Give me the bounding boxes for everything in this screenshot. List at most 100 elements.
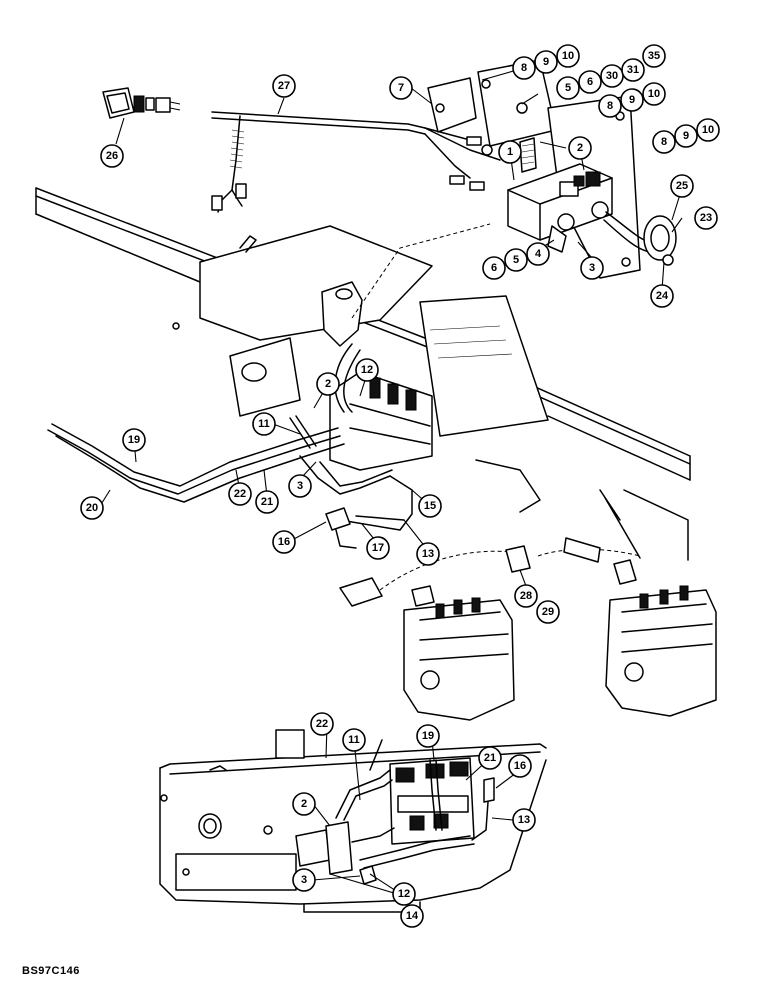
svg-text:14: 14 [406, 910, 419, 922]
side-view-valve [295, 739, 495, 885]
svg-text:6: 6 [587, 76, 593, 88]
callout-2: 2 [568, 136, 592, 160]
callout-8: 8 [652, 130, 676, 154]
svg-text:15: 15 [424, 500, 436, 512]
callout-4: 4 [526, 242, 550, 266]
svg-text:35: 35 [648, 50, 660, 62]
svg-text:7: 7 [398, 82, 404, 94]
hydraulic-tank [199, 223, 491, 347]
svg-text:29: 29 [542, 606, 554, 618]
svg-text:10: 10 [702, 124, 714, 136]
side-view-frame [159, 729, 547, 913]
control-valve-mount [229, 295, 549, 513]
callout-19: 19 [122, 428, 146, 452]
callout-3: 3 [580, 256, 604, 280]
callout-5: 5 [556, 76, 580, 100]
svg-text:13: 13 [422, 548, 434, 560]
callout-30: 30 [600, 64, 624, 88]
svg-text:22: 22 [316, 718, 328, 730]
svg-text:9: 9 [629, 94, 635, 106]
wire-harness [211, 111, 501, 213]
callout-13: 13 [512, 808, 536, 832]
svg-text:1: 1 [507, 146, 513, 158]
svg-text:2: 2 [325, 378, 331, 390]
callout-3: 3 [292, 868, 316, 892]
callout-10: 10 [642, 82, 666, 106]
svg-text:20: 20 [86, 502, 98, 514]
svg-text:2: 2 [301, 798, 307, 810]
callout-21: 21 [478, 746, 502, 770]
svg-text:16: 16 [514, 760, 526, 772]
callout-19: 19 [416, 724, 440, 748]
svg-text:9: 9 [683, 130, 689, 142]
callout-22: 22 [228, 482, 252, 506]
callout-11: 11 [342, 728, 366, 752]
callout-5: 5 [504, 248, 528, 272]
callout-2: 2 [292, 792, 316, 816]
callout-16: 16 [272, 530, 296, 554]
svg-text:10: 10 [648, 88, 660, 100]
svg-text:12: 12 [398, 888, 410, 900]
svg-text:19: 19 [128, 434, 140, 446]
svg-text:9: 9 [543, 56, 549, 68]
svg-text:3: 3 [589, 262, 595, 274]
svg-text:26: 26 [106, 150, 118, 162]
callout-21: 21 [255, 490, 279, 514]
callout-27: 27 [272, 74, 296, 98]
svg-text:4: 4 [535, 248, 542, 260]
solenoid-valve [507, 163, 677, 266]
callout-20: 20 [80, 496, 104, 520]
svg-text:2: 2 [577, 142, 583, 154]
fittings-and-exploded-valves [339, 489, 717, 721]
svg-text:19: 19 [422, 730, 434, 742]
svg-text:10: 10 [562, 50, 574, 62]
svg-text:22: 22 [234, 488, 246, 500]
svg-text:3: 3 [297, 480, 303, 492]
callout-3: 3 [288, 474, 312, 498]
callout-6: 6 [482, 256, 506, 280]
svg-text:5: 5 [565, 82, 571, 94]
callout-35: 35 [642, 44, 666, 68]
callout-12: 12 [392, 882, 416, 906]
callout-13: 13 [416, 542, 440, 566]
callout-11: 11 [252, 412, 276, 436]
callout-25: 25 [670, 174, 694, 198]
document-id: BS97C146 [22, 965, 80, 977]
callout-28: 28 [514, 584, 538, 608]
svg-text:12: 12 [361, 364, 373, 376]
callout-8: 8 [598, 94, 622, 118]
callout-1: 1 [498, 140, 522, 164]
svg-text:16: 16 [278, 536, 290, 548]
callout-24: 24 [650, 284, 674, 308]
callout-17: 17 [366, 536, 390, 560]
svg-text:5: 5 [513, 254, 519, 266]
callout-10: 10 [696, 118, 720, 142]
callout-15: 15 [418, 494, 442, 518]
svg-text:25: 25 [676, 180, 688, 192]
svg-text:21: 21 [261, 496, 273, 508]
callout-8: 8 [512, 56, 536, 80]
svg-text:11: 11 [258, 418, 270, 430]
rocker-switch [102, 87, 181, 119]
callout-12: 12 [355, 358, 379, 382]
svg-text:17: 17 [372, 542, 384, 554]
callout-7: 7 [389, 76, 413, 100]
svg-text:8: 8 [607, 100, 613, 112]
callout-16: 16 [508, 754, 532, 778]
callout-9: 9 [674, 124, 698, 148]
callout-2: 2 [316, 372, 340, 396]
svg-text:8: 8 [661, 136, 667, 148]
svg-text:8: 8 [521, 62, 527, 74]
svg-text:13: 13 [518, 814, 530, 826]
svg-text:30: 30 [606, 70, 618, 82]
svg-text:27: 27 [278, 80, 290, 92]
callout-9: 9 [620, 88, 644, 112]
hydraulic-lines-middle [47, 415, 413, 549]
svg-text:11: 11 [348, 734, 360, 746]
svg-text:31: 31 [627, 64, 639, 76]
callout-26: 26 [100, 144, 124, 168]
callout-29: 29 [536, 600, 560, 624]
callout-10: 10 [556, 44, 580, 68]
svg-text:21: 21 [484, 752, 496, 764]
callout-22: 22 [310, 712, 334, 736]
